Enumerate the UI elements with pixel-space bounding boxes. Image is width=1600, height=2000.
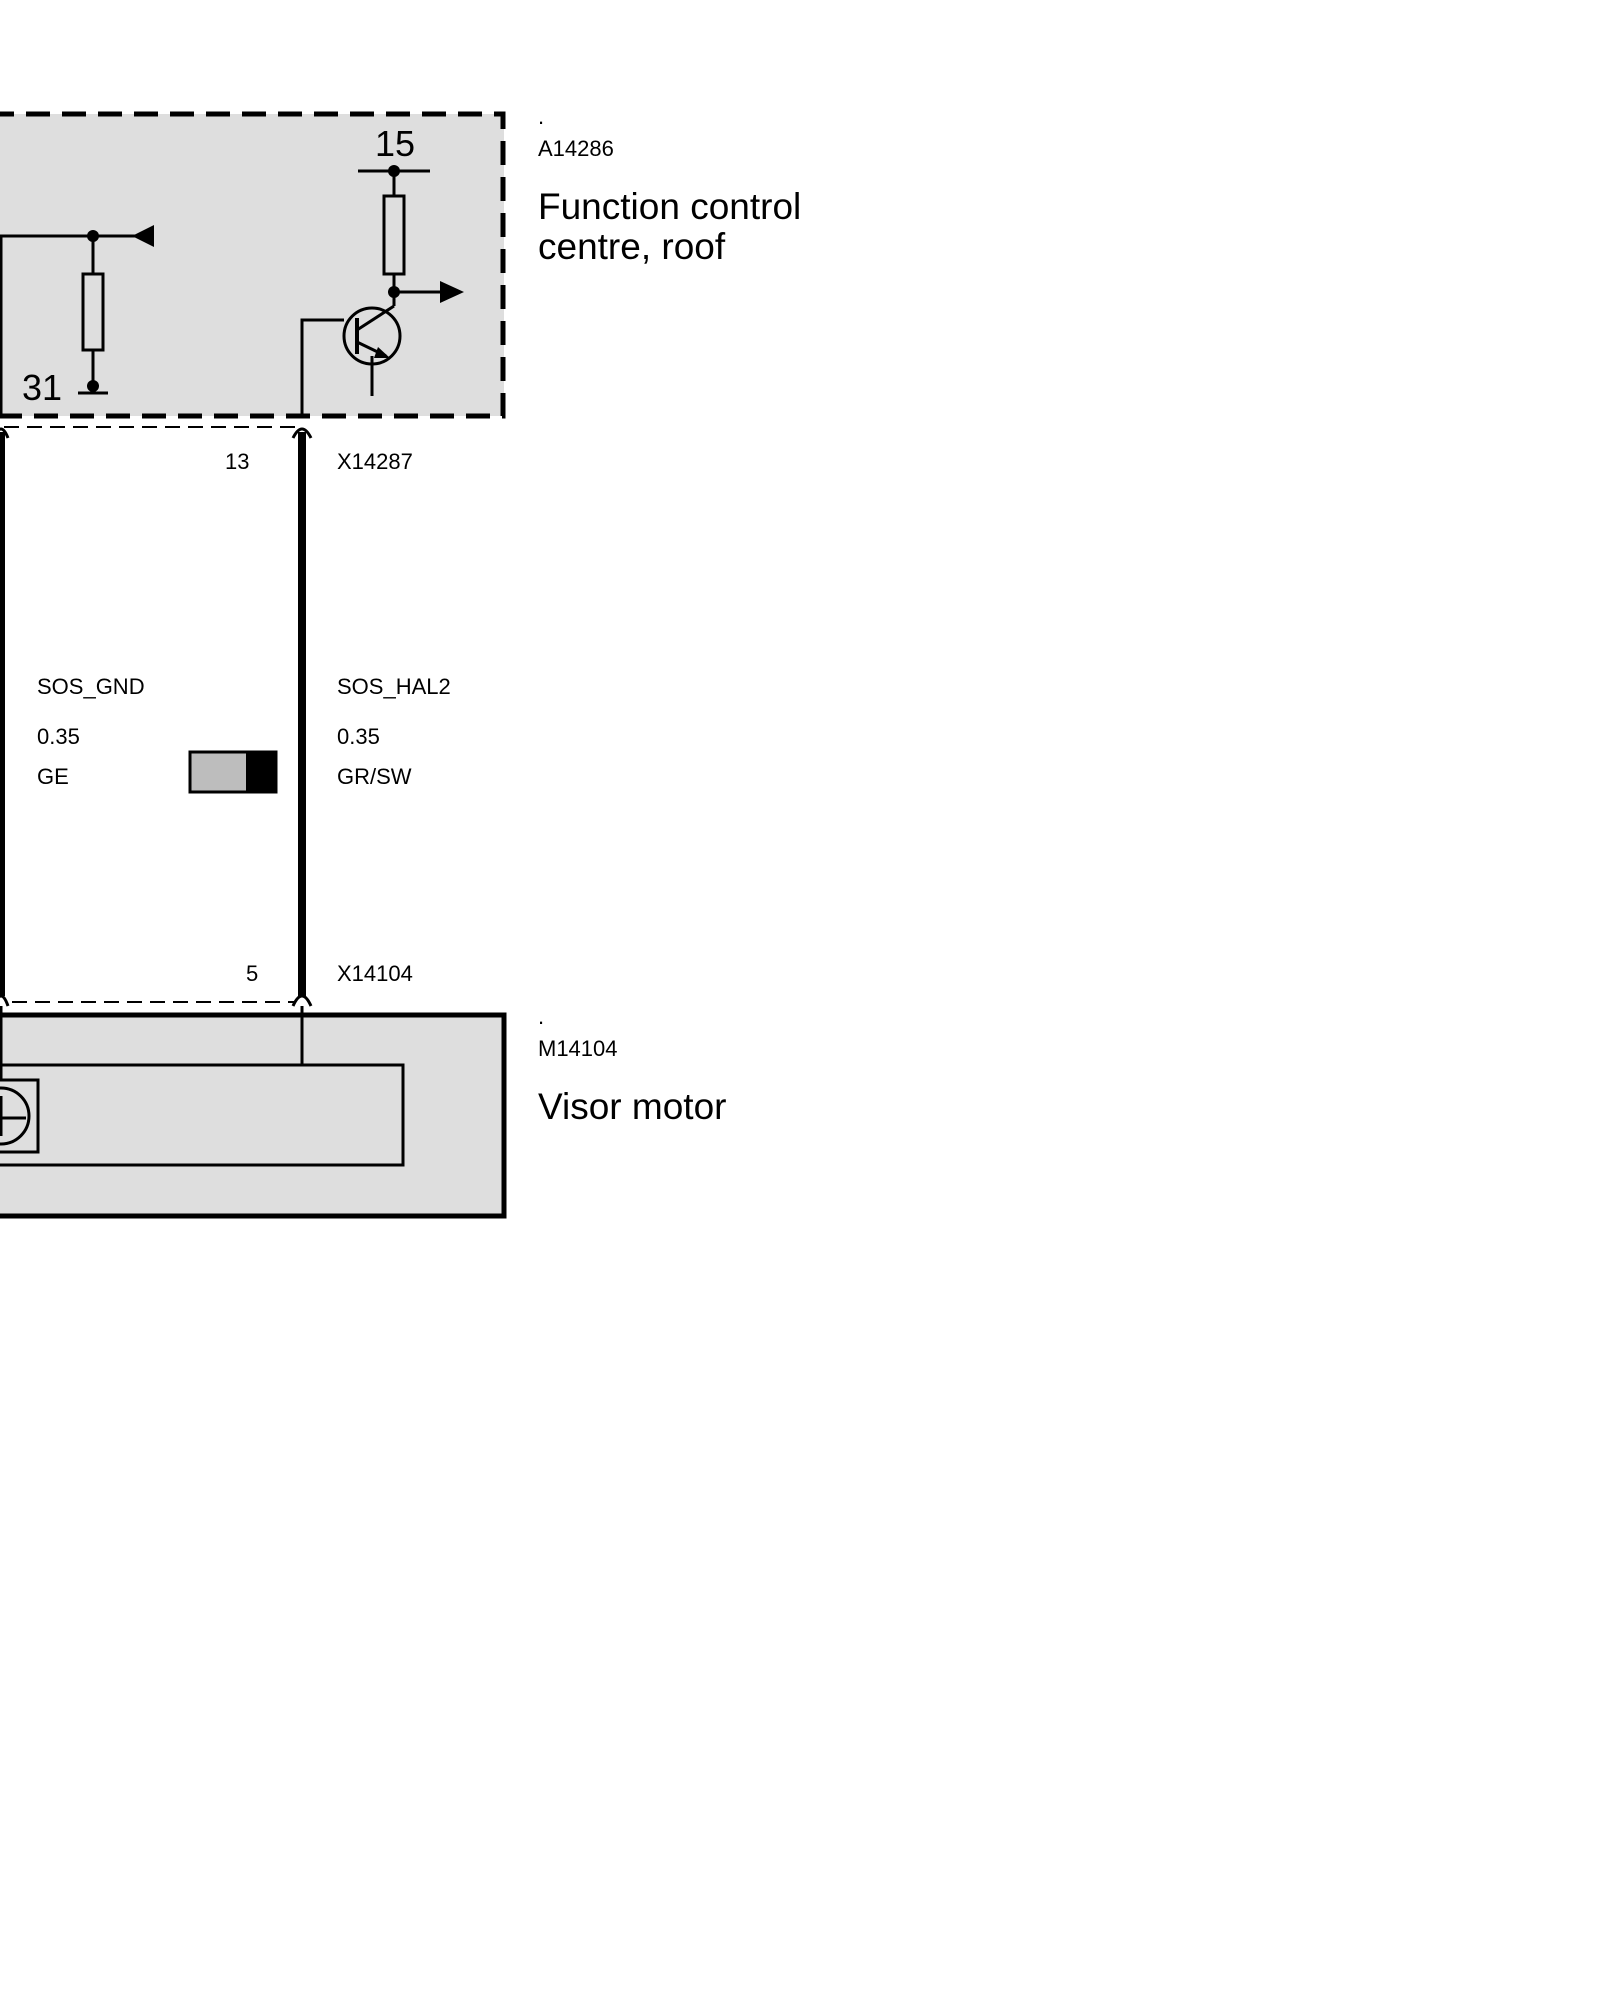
motor-code: M14104: [538, 1036, 618, 1061]
motor-title: Visor motor: [538, 1086, 727, 1127]
ground-node-dot: [87, 380, 99, 392]
motor-labels: . M14104 Visor motor: [538, 1004, 727, 1127]
terminal-15-label: 15: [375, 123, 415, 164]
control-unit-box: [0, 114, 504, 416]
control-unit-dashed-border: [0, 111, 506, 419]
connector-x14104: 5 X14104: [0, 961, 413, 1007]
control-unit-dot: .: [538, 104, 544, 129]
control-unit-a14286: 31 15: [0, 111, 506, 419]
transistor-symbol: [300, 292, 402, 416]
wire-size-label: 0.35: [37, 724, 80, 749]
wire-color-label: GE: [37, 764, 69, 789]
control-unit-code: A14286: [538, 136, 614, 161]
wire-signal-label: SOS_HAL2: [337, 674, 451, 699]
control-unit-title-line1: Function control: [538, 186, 801, 227]
connector-id: X14287: [337, 449, 413, 474]
connector-pin-hook-right: [291, 994, 313, 1007]
terminal-31-label: 31: [22, 367, 62, 408]
control-unit-labels: . A14286 Function control centre, roof: [538, 104, 801, 267]
wire-signal-label: SOS_GND: [37, 674, 145, 699]
connector-pin-hook-left: [0, 994, 10, 1007]
connector-pin-number: 5: [246, 961, 258, 986]
connector-pin-hook-left: [0, 427, 10, 439]
connector-x14287: 13 X14287: [0, 426, 413, 474]
wire-color-swatch: [188, 750, 278, 794]
wires: SOS_GND 0.35 GE SOS_HAL2 0.35 GR/SW: [0, 432, 451, 996]
wire-size-label: 0.35: [337, 724, 380, 749]
wire-color-label: GR/SW: [337, 764, 412, 789]
signal-arrow-right: [440, 281, 464, 303]
connector-pin-number: 13: [225, 449, 249, 474]
connector-pin-hook-right: [291, 427, 313, 439]
motor-box: [0, 1012, 507, 1219]
hall-sensor-icon: [0, 1086, 31, 1146]
hall-sensor-element: [0, 1078, 40, 1154]
control-unit-title-line2: centre, roof: [538, 226, 726, 267]
signal-arrow-left: [132, 225, 154, 247]
connector-id: X14104: [337, 961, 413, 986]
visor-motor-m14104: [0, 1006, 507, 1219]
motor-dot: .: [538, 1004, 544, 1029]
hall-sensor-block: [0, 1063, 405, 1167]
